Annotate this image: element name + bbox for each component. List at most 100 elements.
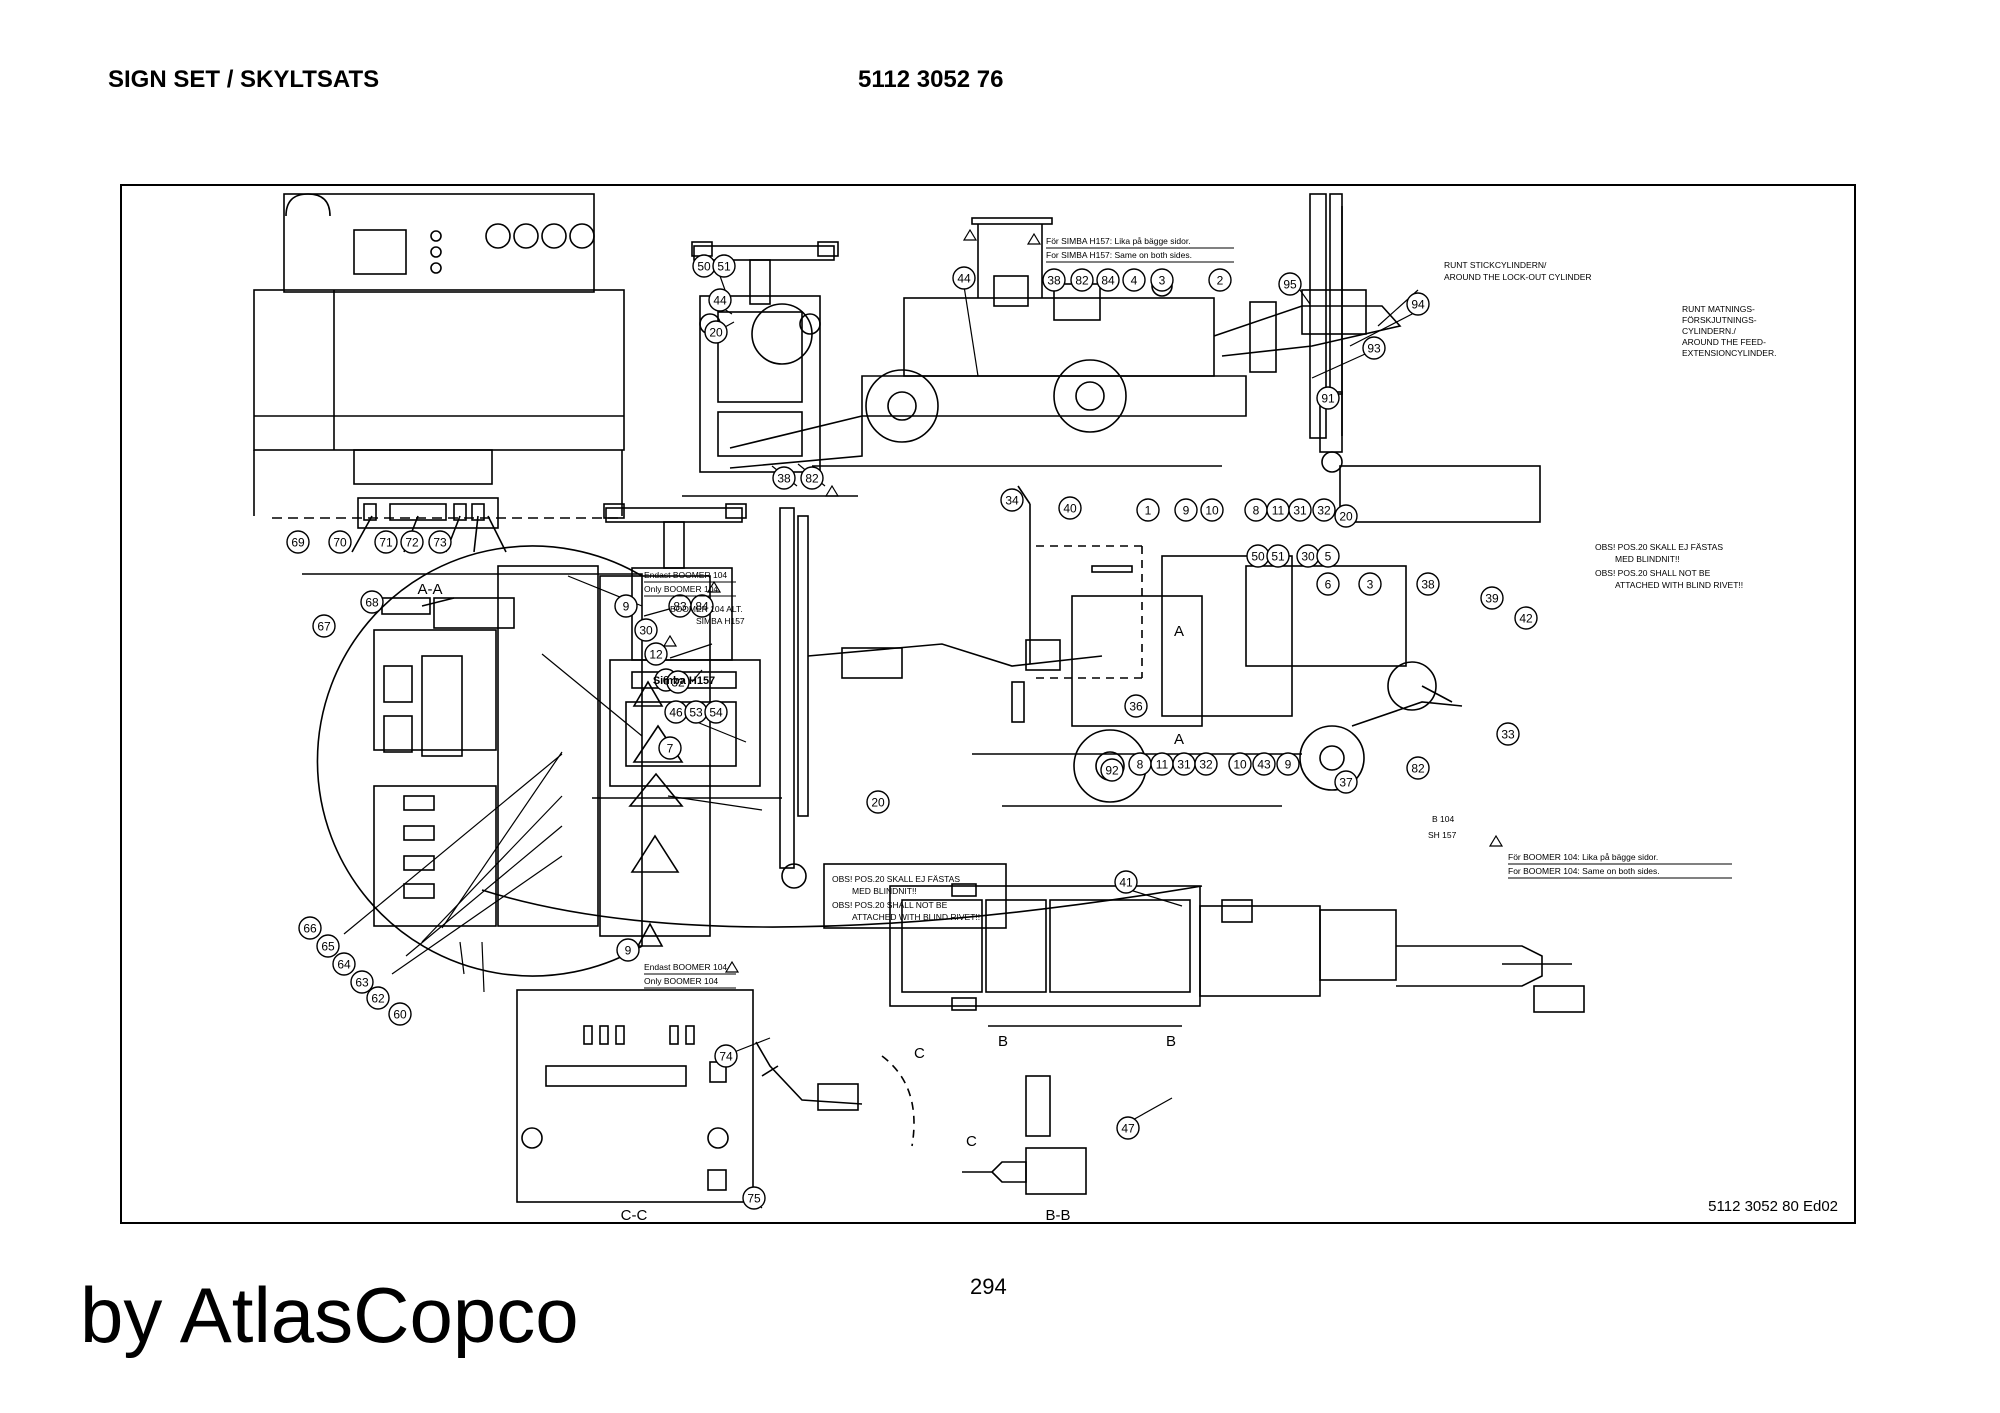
callout-47: 47: [1116, 1116, 1140, 1140]
callout-20: 20: [866, 790, 890, 814]
callout-68: 68: [360, 590, 384, 614]
callout-number: 12: [649, 648, 663, 662]
callout-8: 8: [1128, 752, 1152, 776]
callout-number: 8: [1137, 758, 1144, 772]
callout-number: 60: [393, 1008, 407, 1022]
callout-number: 68: [365, 596, 379, 610]
callout-93: 93: [1362, 336, 1386, 360]
callout-number: 82: [1411, 762, 1425, 776]
callout-41: 41: [1114, 870, 1138, 894]
part-number: 5112 3052 76: [858, 66, 1004, 93]
callout-10: 10: [1200, 498, 1224, 522]
callout-number: 7: [667, 742, 674, 756]
callout-number: 63: [355, 976, 369, 990]
callout-number: 91: [1321, 392, 1335, 406]
callout-number: 67: [317, 620, 331, 634]
note-simba-sv: För SIMBA H157: Lika på bägge sidor.: [1046, 236, 1191, 246]
callout-number: 9: [625, 944, 632, 958]
callout-number: 47: [1121, 1122, 1135, 1136]
callout-number: 11: [1272, 504, 1285, 518]
callout-63: 63: [350, 970, 374, 994]
callout-67: 67: [312, 614, 336, 638]
callout-20: 20: [1334, 504, 1358, 528]
callout-4: 4: [1122, 268, 1146, 292]
callout-5: 5: [1316, 544, 1340, 568]
callout-number: 73: [433, 536, 447, 550]
note-feed-5: EXTENSIONCYLINDER.: [1682, 348, 1776, 358]
detail-circle-view: [302, 545, 711, 977]
callout-number: 43: [1257, 758, 1271, 772]
callout-38: 38: [1416, 572, 1440, 596]
note-lock-en: AROUND THE LOCK-OUT CYLINDER: [1444, 272, 1592, 282]
callout-number: 50: [697, 260, 711, 274]
obs-right-4: ATTACHED WITH BLIND RIVET!!: [1615, 580, 1743, 590]
callout-66: 66: [298, 916, 322, 940]
callout-9: 9: [1276, 752, 1300, 776]
callout-42: 42: [1514, 606, 1538, 630]
section-marker-c-top: C: [914, 1045, 925, 1062]
callout-number: 34: [1005, 494, 1019, 508]
callout-3: 3: [1150, 268, 1174, 292]
plan-view-bottom: [481, 883, 1585, 1027]
callout-number: 75: [747, 1192, 761, 1206]
callout-82: 82: [1406, 756, 1430, 780]
callout-number: 39: [1485, 592, 1499, 606]
callout-82: 82: [800, 466, 824, 490]
section-label-bb: B-B: [1045, 1207, 1070, 1222]
note-feed-2: FÖRSKJUTNINGS-: [1682, 315, 1757, 325]
callout-34: 34: [1000, 488, 1024, 512]
callout-8: 8: [1244, 498, 1268, 522]
callout-73: 73: [428, 530, 452, 554]
section-marker-c-bottom: C: [966, 1133, 977, 1150]
callout-32: 32: [666, 670, 690, 694]
callout-number: 53: [689, 706, 703, 720]
callout-number: 37: [1339, 776, 1353, 790]
sign-set-drawing: 6970717273505144203882443882844329594939…: [253, 193, 1776, 1222]
callout-50: 50: [692, 254, 716, 278]
callout-31: 31: [1288, 498, 1312, 522]
callout-number: 38: [1421, 578, 1435, 592]
callout-number: 72: [405, 536, 419, 550]
callout-number: 93: [1367, 342, 1381, 356]
callout-32: 32: [1312, 498, 1336, 522]
callout-6: 6: [1316, 572, 1340, 596]
callout-number: 84: [1101, 274, 1115, 288]
callout-65: 65: [316, 934, 340, 958]
page-number: 294: [970, 1274, 1007, 1299]
callout-9: 9: [616, 938, 640, 962]
callout-number: 6: [663, 674, 670, 688]
callout-46: 46: [664, 700, 688, 724]
section-marker-b-right: B: [1166, 1033, 1176, 1050]
callout-51: 51: [712, 254, 736, 278]
callout-30: 30: [634, 618, 658, 642]
callout-74: 74: [714, 1044, 738, 1068]
note-only-bottom: Only BOOMER 104: [644, 976, 718, 986]
panel-aa-view: [253, 193, 625, 529]
callout-38: 38: [772, 466, 796, 490]
callout-number: 71: [379, 536, 393, 550]
note-alt-1: BOOMER 104 ALT.: [670, 604, 743, 614]
callout-number: 62: [371, 992, 385, 1006]
callout-number: 82: [1075, 274, 1089, 288]
callout-number: 20: [1339, 510, 1353, 524]
note-endast-bottom: Endast BOOMER 104: [644, 962, 727, 972]
callout-number: 11: [1156, 758, 1169, 772]
callout-number: 51: [717, 260, 731, 274]
callout-number: 10: [1205, 504, 1219, 518]
callout-37: 37: [1334, 770, 1358, 794]
callout-20: 20: [704, 320, 728, 344]
obs-right-1: OBS! POS.20 SKALL EJ FÄSTAS: [1595, 542, 1723, 552]
callout-84: 84: [690, 594, 714, 618]
callout-40: 40: [1058, 496, 1082, 520]
obs-right-3: OBS! POS.20 SHALL NOT BE: [1595, 568, 1711, 578]
callout-number: 44: [957, 272, 971, 286]
callout-number: 42: [1519, 612, 1533, 626]
callout-number: 41: [1119, 876, 1133, 890]
callout-number: 36: [1129, 700, 1143, 714]
obs-left-4: ATTACHED WITH BLIND RIVET!!: [852, 912, 980, 922]
note-alt-2: SIMBA H157: [696, 616, 745, 626]
callout-44: 44: [952, 266, 976, 290]
callout-number: 1: [1145, 504, 1152, 518]
callout-53: 53: [684, 700, 708, 724]
